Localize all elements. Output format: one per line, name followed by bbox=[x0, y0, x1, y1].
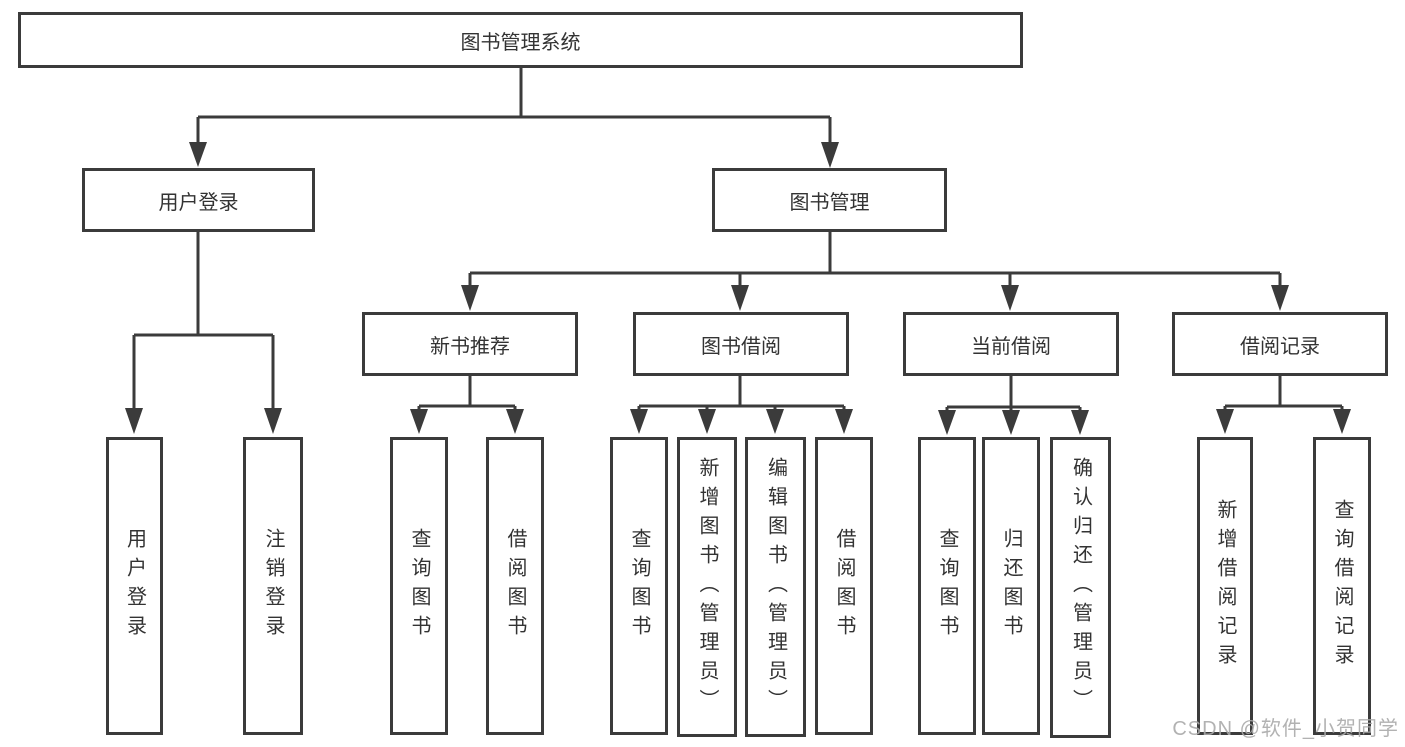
leaf-records-add-record: 新增借阅记录 bbox=[1197, 437, 1253, 735]
leaf-newrec-borrow-books: 借阅图书 bbox=[486, 437, 544, 735]
node-user-login: 用户登录 bbox=[82, 168, 315, 232]
node-new-book-recommend-label: 新书推荐 bbox=[430, 335, 510, 358]
leaf-current-query-books: 查询图书 bbox=[918, 437, 976, 735]
leaf-newrec-borrow-books-label: 借阅图书 bbox=[504, 528, 526, 644]
leaf-borrow-query-books-label: 查询图书 bbox=[628, 528, 650, 644]
node-new-book-recommend: 新书推荐 bbox=[362, 312, 578, 376]
node-root: 图书管理系统 bbox=[18, 12, 1023, 68]
leaf-current-confirm-return-admin: 确认归还（管理员） bbox=[1050, 437, 1111, 738]
node-book-borrowing-label: 图书借阅 bbox=[701, 335, 781, 358]
leaf-logout: 注销登录 bbox=[243, 437, 303, 735]
leaf-user-login: 用户登录 bbox=[106, 437, 163, 735]
node-book-borrowing: 图书借阅 bbox=[633, 312, 849, 376]
node-current-borrowing: 当前借阅 bbox=[903, 312, 1119, 376]
leaf-borrow-edit-books-admin: 编辑图书（管理员） bbox=[745, 437, 806, 737]
watermark: CSDN @软件_小贺同学 bbox=[1172, 718, 1399, 740]
leaf-user-login-label: 用户登录 bbox=[123, 528, 146, 644]
leaf-current-return-books: 归还图书 bbox=[982, 437, 1040, 735]
node-book-management-label: 图书管理 bbox=[789, 191, 870, 214]
leaf-borrow-borrow-books-label: 借阅图书 bbox=[833, 528, 855, 644]
leaf-borrow-add-books-admin-label: 新增图书（管理员） bbox=[696, 456, 718, 718]
node-borrowing-records: 借阅记录 bbox=[1172, 312, 1388, 376]
node-current-borrowing-label: 当前借阅 bbox=[971, 335, 1051, 358]
node-user-login-label: 用户登录 bbox=[158, 191, 239, 214]
leaf-records-query-record: 查询借阅记录 bbox=[1313, 437, 1371, 735]
leaf-current-confirm-return-admin-label: 确认归还（管理员） bbox=[1069, 457, 1092, 718]
leaf-records-query-record-label: 查询借阅记录 bbox=[1331, 499, 1353, 673]
leaf-borrow-edit-books-admin-label: 编辑图书（管理员） bbox=[764, 456, 787, 718]
leaf-newrec-query-books-label: 查询图书 bbox=[408, 528, 430, 644]
leaf-newrec-query-books: 查询图书 bbox=[390, 437, 448, 735]
leaf-logout-label: 注销登录 bbox=[262, 528, 284, 644]
node-book-management: 图书管理 bbox=[712, 168, 947, 232]
leaf-current-query-books-label: 查询图书 bbox=[936, 528, 958, 644]
node-root-label: 图书管理系统 bbox=[460, 31, 581, 54]
leaf-borrow-borrow-books: 借阅图书 bbox=[815, 437, 873, 735]
leaf-records-add-record-label: 新增借阅记录 bbox=[1214, 499, 1236, 673]
leaf-borrow-add-books-admin: 新增图书（管理员） bbox=[677, 437, 737, 737]
leaf-current-return-books-label: 归还图书 bbox=[1000, 528, 1022, 644]
leaf-borrow-query-books: 查询图书 bbox=[610, 437, 668, 735]
node-borrowing-records-label: 借阅记录 bbox=[1240, 335, 1320, 358]
